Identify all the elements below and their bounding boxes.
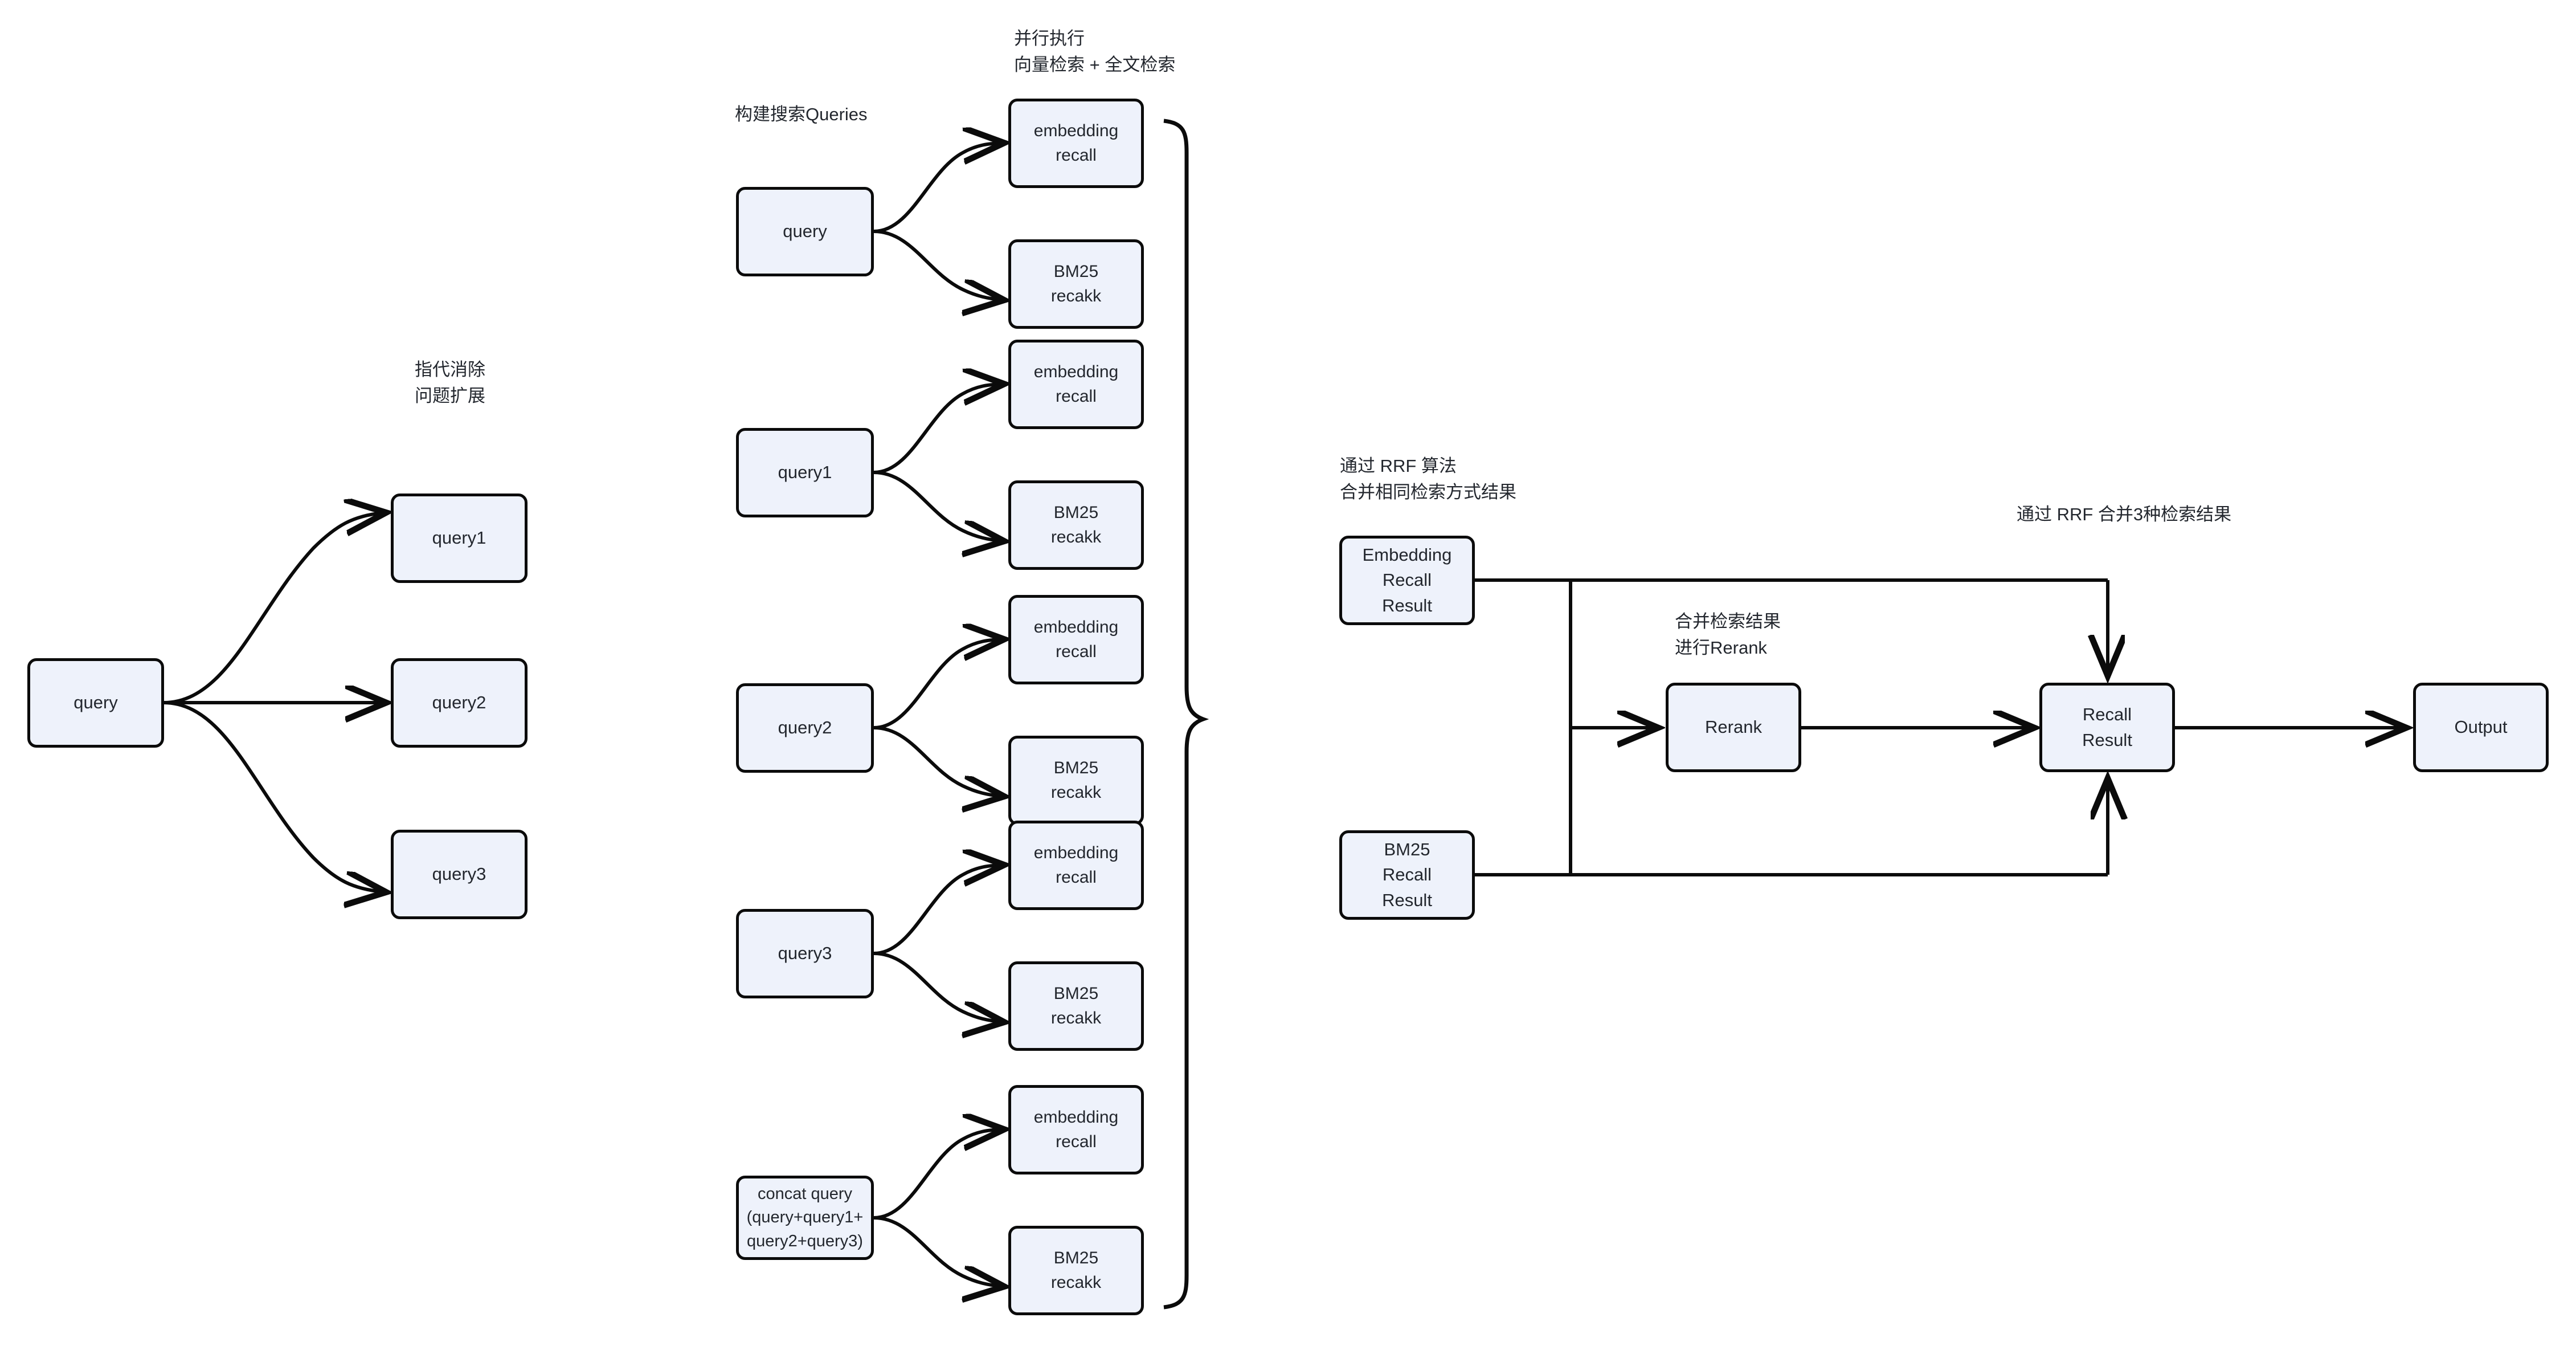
stage1-edges <box>163 513 383 892</box>
node-bm25-recall-result[interactable]: BM25 Recall Result <box>1339 830 1475 920</box>
annotation-merge-rerank: 合并检索结果 进行Rerank <box>1675 611 1781 658</box>
stage3-edges <box>1475 578 2403 876</box>
node-stage2-embedding-recall-2[interactable]: embedding recall <box>1008 595 1144 684</box>
node-stage2-input-3[interactable]: query3 <box>736 909 874 998</box>
node-rerank[interactable]: Rerank <box>1666 683 1801 772</box>
node-stage2-bm25-recall-2[interactable]: BM25 recakk <box>1008 736 1144 825</box>
annotation-rrf-merge-same: 通过 RRF 算法 合并相同检索方式结果 <box>1340 456 1516 502</box>
node-query1-expanded[interactable]: query1 <box>391 494 528 583</box>
annotation-coref-expand: 指代消除 问题扩展 <box>415 360 485 406</box>
node-output[interactable]: Output <box>2413 683 2549 772</box>
node-stage2-bm25-recall-1[interactable]: BM25 recakk <box>1008 480 1144 570</box>
node-stage2-input-2[interactable]: query2 <box>736 683 874 773</box>
node-stage2-embedding-recall-0[interactable]: embedding recall <box>1008 99 1144 188</box>
collector-brace <box>1163 119 1209 1310</box>
stage2-edges <box>873 143 1001 1286</box>
annotation-rrf-merge-three: 通过 RRF 合并3种检索结果 <box>2017 504 2232 524</box>
node-query2-expanded[interactable]: query2 <box>391 658 528 748</box>
node-query3-expanded[interactable]: query3 <box>391 830 528 919</box>
node-stage2-input-0[interactable]: query <box>736 187 874 276</box>
node-query-root[interactable]: query <box>27 658 164 748</box>
node-recall-result[interactable]: Recall Result <box>2039 683 2175 772</box>
node-stage2-bm25-recall-3[interactable]: BM25 recakk <box>1008 961 1144 1051</box>
node-embedding-recall-result[interactable]: Embedding Recall Result <box>1339 536 1475 625</box>
node-stage2-embedding-recall-3[interactable]: embedding recall <box>1008 821 1144 910</box>
node-stage2-input-4[interactable]: concat query (query+query1+ query2+query… <box>736 1176 874 1260</box>
node-stage2-input-1[interactable]: query1 <box>736 428 874 517</box>
node-stage2-embedding-recall-1[interactable]: embedding recall <box>1008 340 1144 429</box>
node-stage2-bm25-recall-0[interactable]: BM25 recakk <box>1008 239 1144 329</box>
annotation-parallel-exec: 并行执行 向量检索 + 全文检索 <box>1014 28 1176 75</box>
node-stage2-embedding-recall-4[interactable]: embedding recall <box>1008 1085 1144 1174</box>
node-stage2-bm25-recall-4[interactable]: BM25 recakk <box>1008 1226 1144 1315</box>
annotation-build-queries: 构建搜索Queries <box>735 104 868 124</box>
